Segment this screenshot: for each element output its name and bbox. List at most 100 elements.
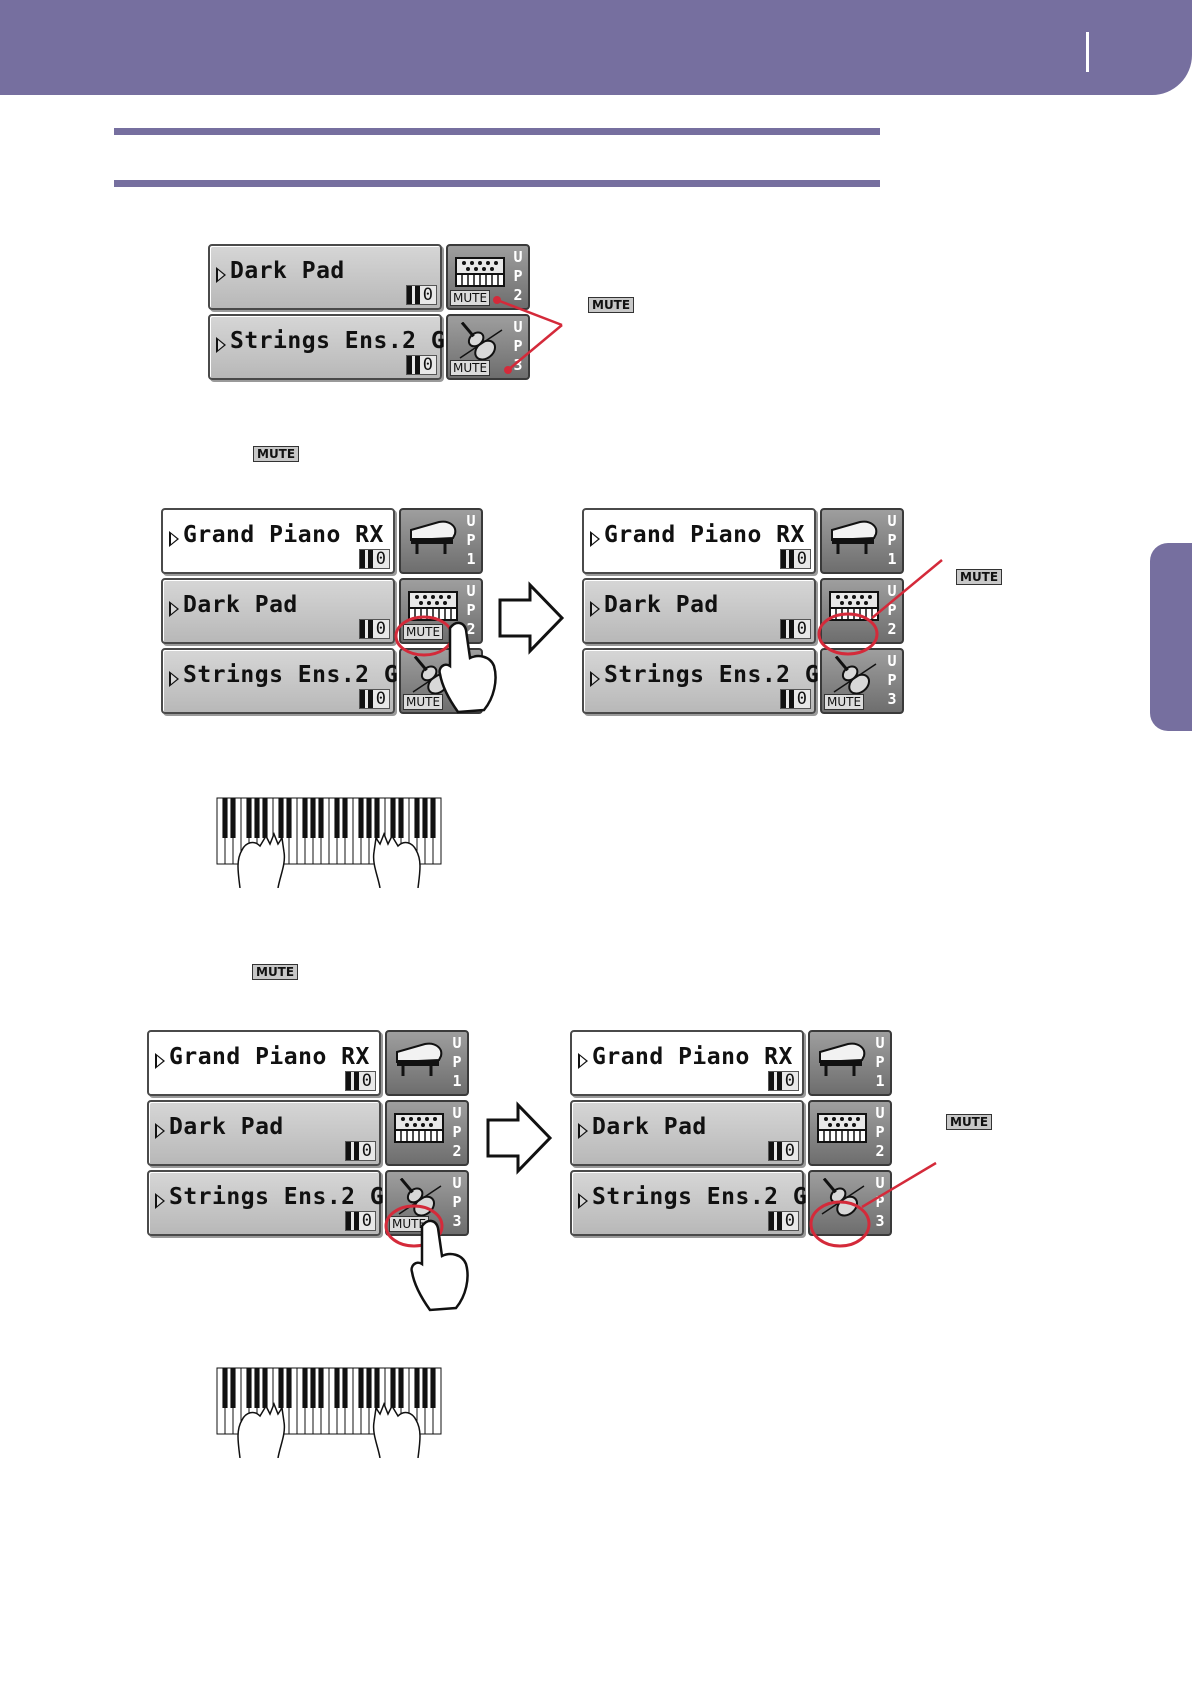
octave-indicator: 0 bbox=[344, 1141, 376, 1161]
black-key bbox=[318, 1368, 324, 1408]
mute-badge[interactable]: MUTE bbox=[403, 694, 444, 710]
track-sound-name: Grand Piano RX bbox=[169, 1044, 370, 1070]
black-key bbox=[342, 798, 348, 838]
highlight-circle bbox=[384, 1204, 444, 1248]
black-key bbox=[342, 1368, 348, 1408]
track-id-char: 1 bbox=[887, 550, 897, 568]
track-id-char: P bbox=[452, 1193, 462, 1211]
track-id-char: P bbox=[875, 1193, 885, 1211]
play-arrow-icon bbox=[578, 1193, 588, 1209]
black-key bbox=[246, 1368, 252, 1408]
octave-value: 0 bbox=[422, 285, 433, 305]
black-key bbox=[254, 1368, 260, 1408]
track-sound-name: Strings Ens.2 GM bbox=[604, 662, 834, 688]
black-key bbox=[230, 1368, 236, 1408]
mute-badge[interactable]: MUTE bbox=[403, 624, 444, 640]
octave-value: 0 bbox=[375, 619, 386, 639]
octave-indicator: 0 bbox=[358, 619, 390, 639]
track-id-char: P bbox=[466, 531, 476, 549]
track-id-char: U bbox=[466, 512, 476, 530]
octave-icon bbox=[359, 620, 373, 638]
black-key bbox=[358, 1368, 364, 1408]
mute-inline-badge: MUTE bbox=[588, 297, 635, 313]
play-arrow-icon bbox=[590, 671, 600, 687]
track-id-char: P bbox=[452, 1123, 462, 1141]
section-rule-top bbox=[114, 128, 880, 135]
octave-value: 0 bbox=[784, 1141, 795, 1161]
track-id-char: 1 bbox=[875, 1072, 885, 1090]
callout-line bbox=[871, 559, 943, 619]
track-id-char: P bbox=[513, 267, 523, 285]
octave-value: 0 bbox=[784, 1071, 795, 1091]
track-sound-name: Dark Pad bbox=[169, 1114, 284, 1140]
track-id-char: U bbox=[887, 652, 897, 670]
track-name-box[interactable]: Dark Pad 0 bbox=[570, 1100, 804, 1166]
mute-badge[interactable]: MUTE bbox=[450, 290, 491, 306]
mute-badge[interactable]: MUTE bbox=[824, 694, 865, 710]
track-id-char: 1 bbox=[452, 1072, 462, 1090]
black-key bbox=[374, 798, 380, 838]
header-band bbox=[0, 0, 1192, 95]
track-id-char: U bbox=[513, 318, 523, 336]
track-sound-name: Strings Ens.2 GM bbox=[592, 1184, 822, 1210]
octave-value: 0 bbox=[796, 549, 807, 569]
track-sound-name: Dark Pad bbox=[230, 258, 345, 284]
track-id-char: P bbox=[452, 1053, 462, 1071]
octave-indicator: 0 bbox=[767, 1071, 799, 1091]
track-sound-name: Dark Pad bbox=[592, 1114, 707, 1140]
track-id-char: U bbox=[887, 512, 897, 530]
octave-value: 0 bbox=[784, 1211, 795, 1231]
play-arrow-icon bbox=[155, 1123, 165, 1139]
play-arrow-icon bbox=[578, 1123, 588, 1139]
chapter-side-tab bbox=[1150, 543, 1192, 731]
mute-badge[interactable]: MUTE bbox=[389, 1216, 430, 1232]
black-key bbox=[390, 798, 396, 838]
track-name-box[interactable]: Dark Pad 0 bbox=[208, 244, 442, 310]
play-arrow-icon bbox=[578, 1053, 588, 1069]
octave-icon bbox=[359, 690, 373, 708]
track-id-char: 2 bbox=[513, 286, 523, 304]
octave-value: 0 bbox=[375, 549, 386, 569]
octave-icon bbox=[406, 356, 420, 374]
track-id-char: 3 bbox=[887, 690, 897, 708]
octave-indicator: 0 bbox=[779, 689, 811, 709]
play-arrow-icon bbox=[216, 337, 226, 353]
mute-badge[interactable]: MUTE bbox=[450, 360, 491, 376]
track-id-char: P bbox=[887, 531, 897, 549]
callout-dot bbox=[493, 296, 501, 304]
black-key bbox=[414, 798, 420, 838]
track-id-char: P bbox=[887, 601, 897, 619]
black-key bbox=[278, 798, 284, 838]
black-key bbox=[374, 1368, 380, 1408]
track-name-box[interactable]: Dark Pad 0 bbox=[147, 1100, 381, 1166]
track-id-char: U bbox=[466, 582, 476, 600]
track-sound-name: Strings Ens.2 GM bbox=[230, 328, 460, 354]
octave-value: 0 bbox=[796, 689, 807, 709]
octave-icon bbox=[359, 550, 373, 568]
